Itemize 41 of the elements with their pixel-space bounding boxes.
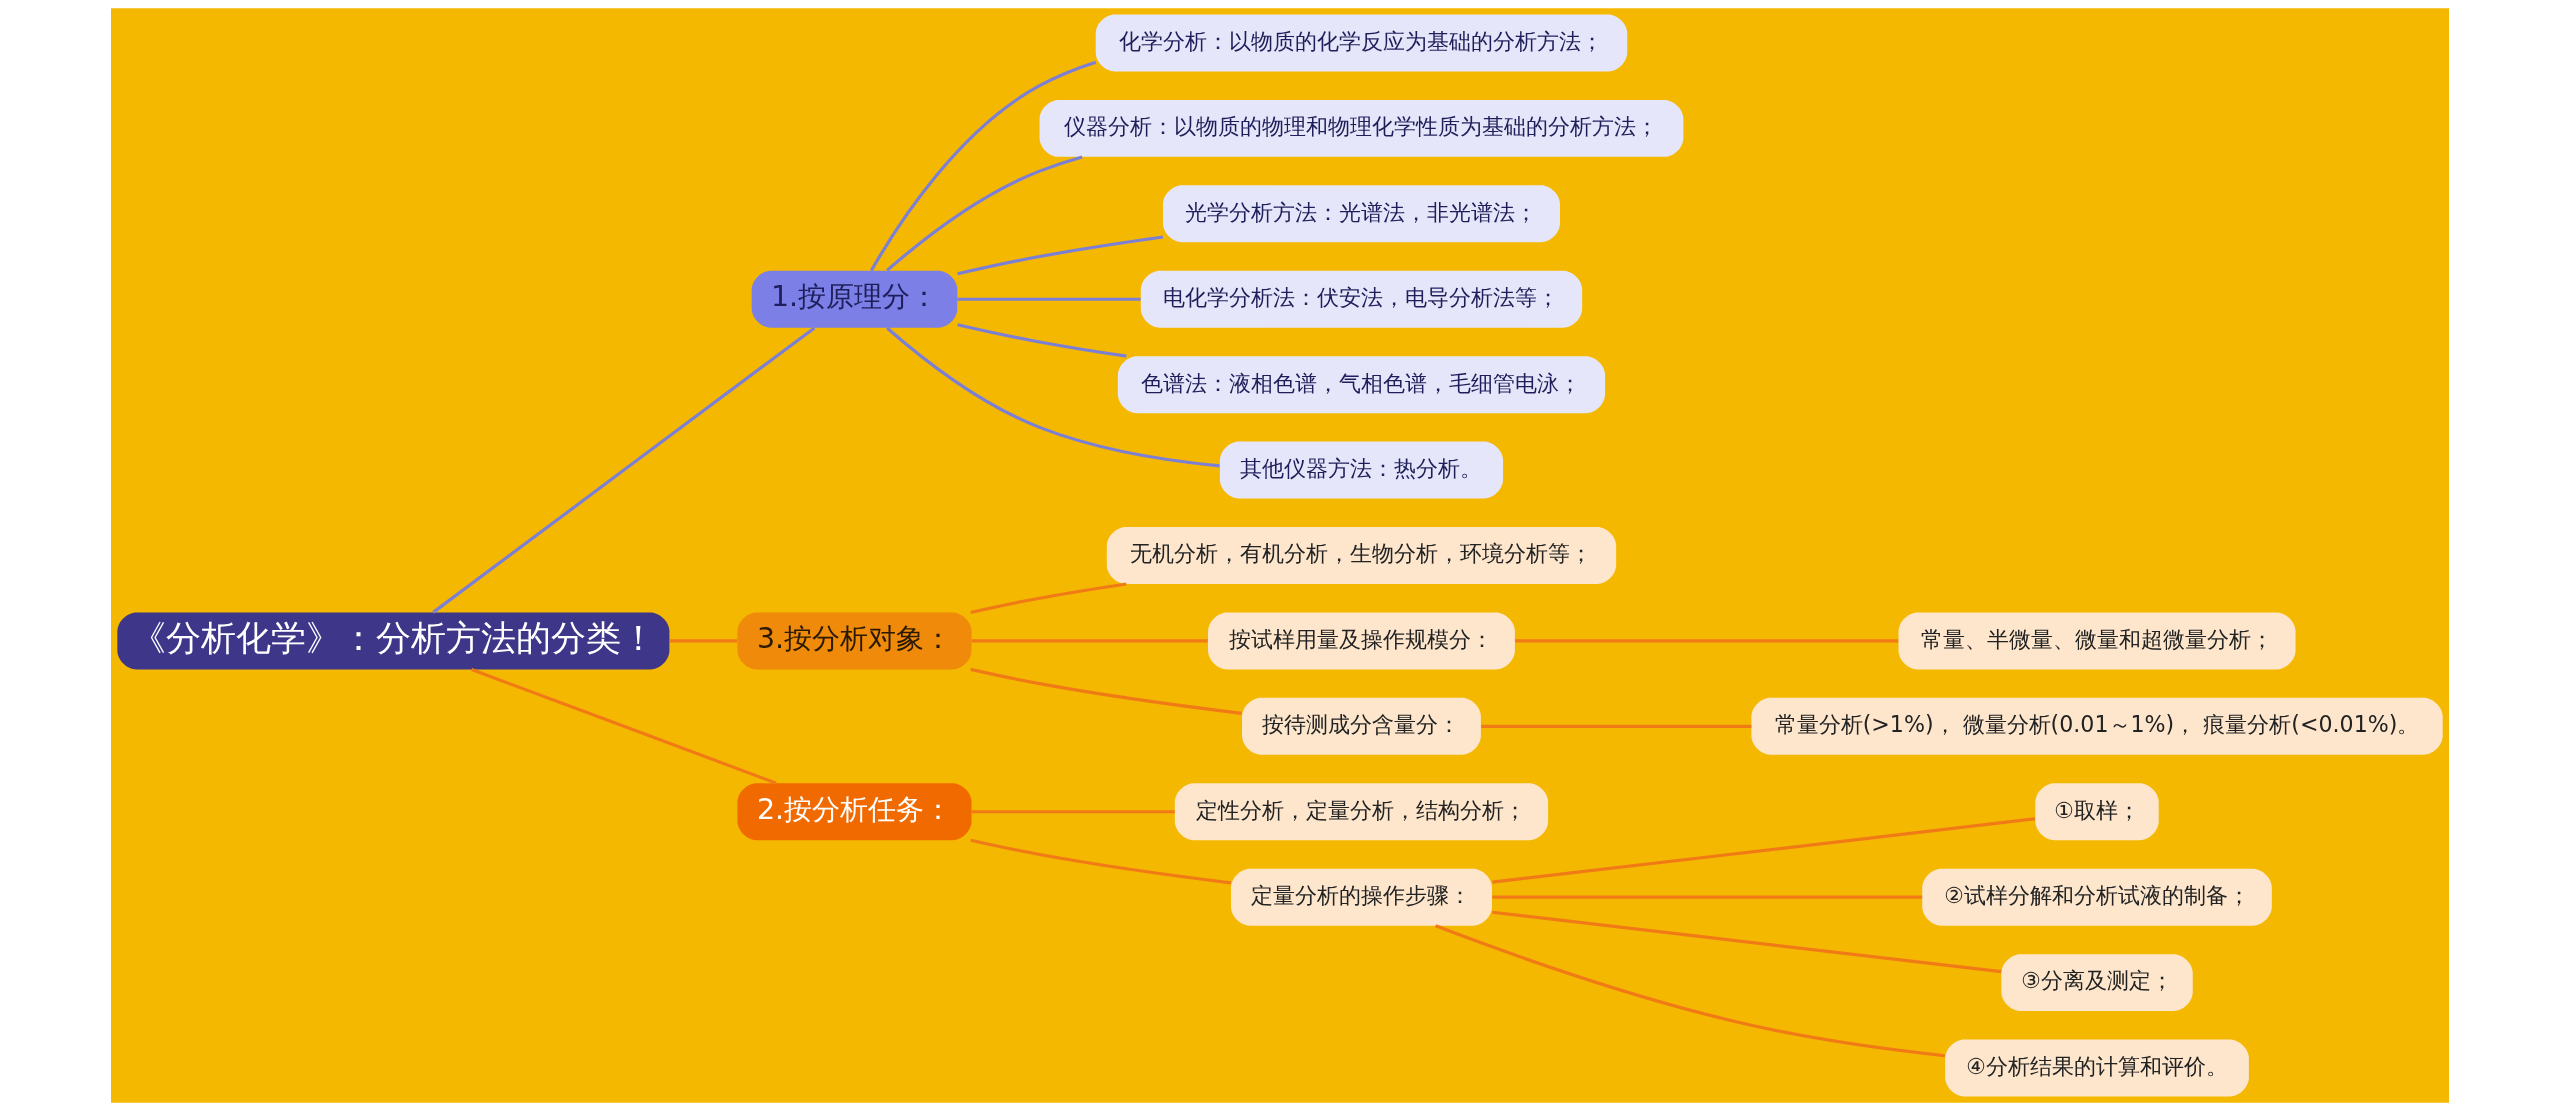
node-box: 色谱法：液相色谱，气相色谱，毛细管电泳； [1117, 356, 1606, 414]
node-box: 其他仪器方法：热分析。 [1219, 441, 1504, 499]
connector [886, 326, 1220, 468]
connector [471, 668, 777, 785]
connector [957, 297, 1141, 301]
node-box: 光学分析方法：光谱法，非光谱法； [1162, 185, 1560, 243]
connector [1492, 895, 1923, 899]
node-box: 1.按原理分： [751, 270, 958, 328]
connector [432, 326, 816, 614]
connector [669, 639, 737, 643]
node-box: 仪器分析：以物质的物理和物理化学性质为基础的分析方法； [1039, 99, 1684, 157]
connector [970, 582, 1127, 614]
node-box: 3.按分析对象： [737, 612, 972, 670]
node-box: 定性分析，定量分析，结构分析； [1174, 783, 1549, 841]
connector [970, 667, 1242, 715]
connector [957, 323, 1127, 358]
connector [1435, 924, 1946, 1058]
node-box: 按待测成分含量分： [1242, 697, 1481, 755]
node-box: 常量分析(>1%)， 微量分析(0.01～1%)， 痕量分析(<0.01%)。 [1751, 697, 2443, 755]
connector [971, 639, 1208, 643]
connector [1492, 817, 2036, 884]
node-box: 定量分析的操作步骤： [1230, 868, 1492, 926]
node-box: 化学分析：以物质的化学反应为基础的分析方法； [1095, 14, 1628, 72]
connector [971, 810, 1175, 814]
connector [957, 235, 1164, 276]
node-box: 无机分析，有机分析，生物分析，环境分析等； [1106, 527, 1617, 584]
connector [886, 155, 1083, 272]
connector [870, 60, 1097, 272]
node-box: 2.按分析任务： [737, 783, 972, 841]
node-box: 按试样用量及操作规模分： [1208, 612, 1515, 670]
node-box: ①取样； [2035, 783, 2159, 841]
connector [1492, 910, 2002, 974]
node-box: 《分析化学》：分析方法的分类！ [117, 612, 670, 670]
node-box: ②试样分解和分析试液的制备； [1922, 868, 2272, 926]
node-box: 电化学分析法：伏安法，电导分析法等； [1140, 270, 1583, 328]
connector [1481, 724, 1752, 728]
connector [1515, 639, 1899, 643]
node-box: ③分离及测定； [2001, 954, 2193, 1012]
node-box: 常量、半微量、微量和超微量分析； [1898, 612, 2296, 670]
connector [970, 838, 1232, 885]
node-box: ④分析结果的计算和评价。 [1945, 1039, 2249, 1097]
